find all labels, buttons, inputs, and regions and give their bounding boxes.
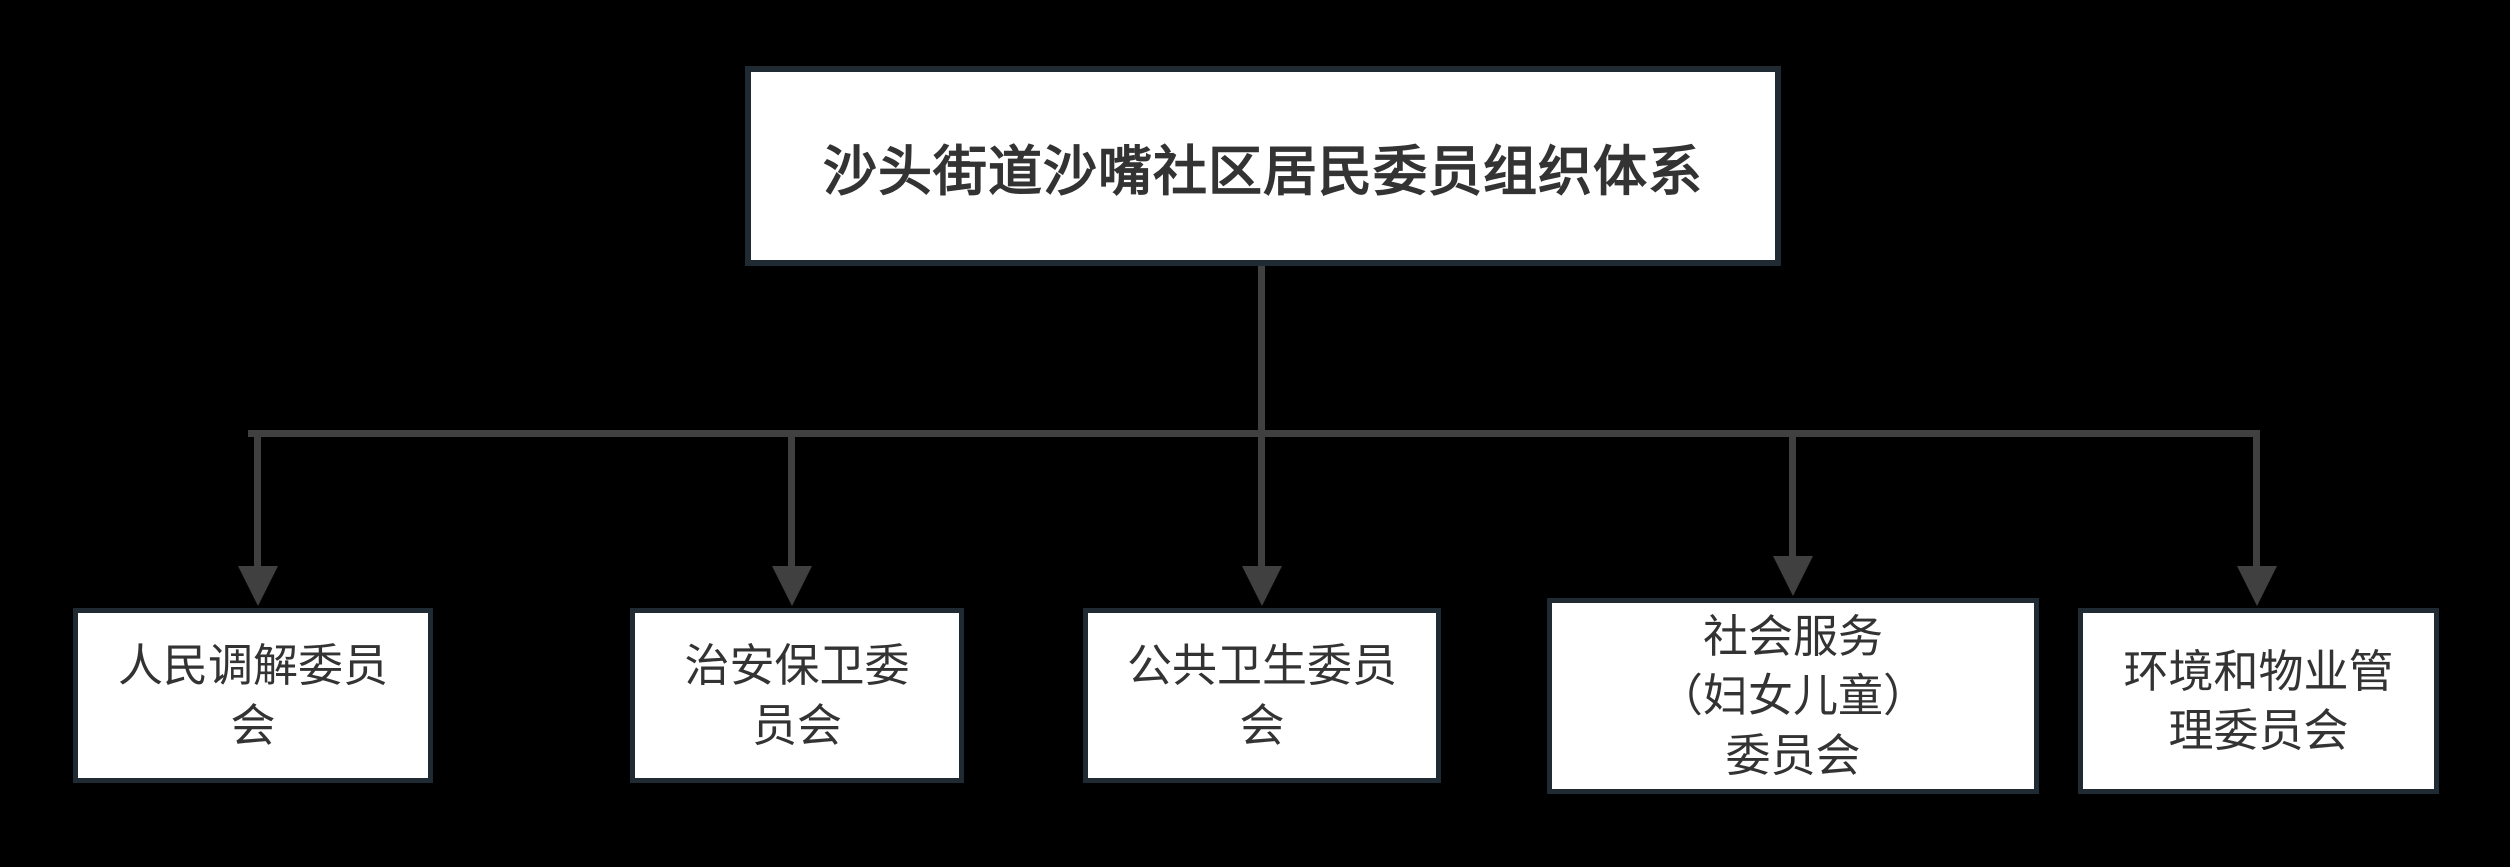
horizontal-bus-connector (248, 430, 2260, 437)
arrowhead-4 (2237, 566, 2277, 606)
arrowhead-0 (238, 566, 278, 606)
org-child-node-peoples-mediation-committee[interactable]: 人民调解委员 会 (73, 608, 433, 783)
org-child-node-label-2: 公共卫生委员 会 (1126, 640, 1397, 751)
org-child-node-environment-property-management-committee[interactable]: 环境和物业管 理委员会 (2078, 608, 2439, 794)
org-root-node[interactable]: 沙头街道沙嘴社区居民委员组织体系 (745, 66, 1781, 266)
org-child-node-social-services-committee[interactable]: 社会服务 （妇女儿童） 委员会 (1547, 598, 2039, 794)
org-child-node-label-4: 环境和物业管 理委员会 (2123, 645, 2394, 756)
arrowhead-1 (772, 566, 812, 606)
drop-connector-0 (254, 430, 261, 570)
drop-connector-4 (2253, 430, 2260, 570)
arrowhead-3 (1773, 556, 1813, 596)
org-child-node-label-1: 治安保卫委 员会 (684, 640, 910, 751)
org-child-node-public-security-committee[interactable]: 治安保卫委 员会 (630, 608, 964, 783)
org-child-node-label-0: 人民调解委员 会 (117, 640, 388, 751)
org-child-node-label-3: 社会服务 （妇女儿童） 委员会 (1657, 610, 1928, 781)
root-stem-connector (1258, 266, 1265, 436)
org-root-node-label: 沙头街道沙嘴社区居民委员组织体系 (823, 141, 1703, 202)
drop-connector-1 (788, 430, 795, 570)
drop-connector-3 (1789, 430, 1796, 560)
drop-connector-2 (1258, 430, 1265, 570)
org-child-node-public-health-committee[interactable]: 公共卫生委员 会 (1083, 608, 1441, 783)
arrowhead-2 (1242, 566, 1282, 606)
